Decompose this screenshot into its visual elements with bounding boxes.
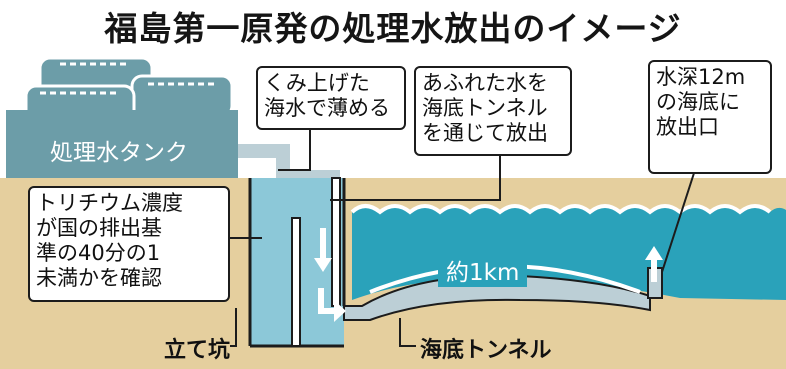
white-flow-arrow: [314, 228, 663, 322]
tank-label: 処理水タンク: [50, 140, 188, 166]
tank-pipe: [238, 144, 278, 158]
pipe-elbow: [270, 144, 290, 186]
shaft-divider: [291, 217, 301, 347]
dilute-callout: くみ上げた 海水で薄める: [256, 66, 406, 130]
shaft-label: 立て坑: [164, 338, 231, 363]
tritium-callout: トリチウム濃度 が国の排出基 準の40分の1 未満かを確認: [28, 186, 230, 302]
diagram-title: 福島第一原発の処理水放出のイメージ: [104, 9, 682, 48]
outlet-callout: 水深12m の海底に 放出口: [648, 60, 772, 174]
leader-lines: [230, 120, 696, 347]
shaft-right-wall: [331, 177, 341, 307]
sea-wave-highlight: [350, 204, 772, 215]
overflow-callout: あふれた水を 海底トンネル を通じて放出: [414, 66, 572, 156]
distance-label: 約1km: [438, 253, 528, 287]
tunnel-label: 海底トンネル: [420, 338, 552, 363]
tank-group: [6, 56, 238, 178]
